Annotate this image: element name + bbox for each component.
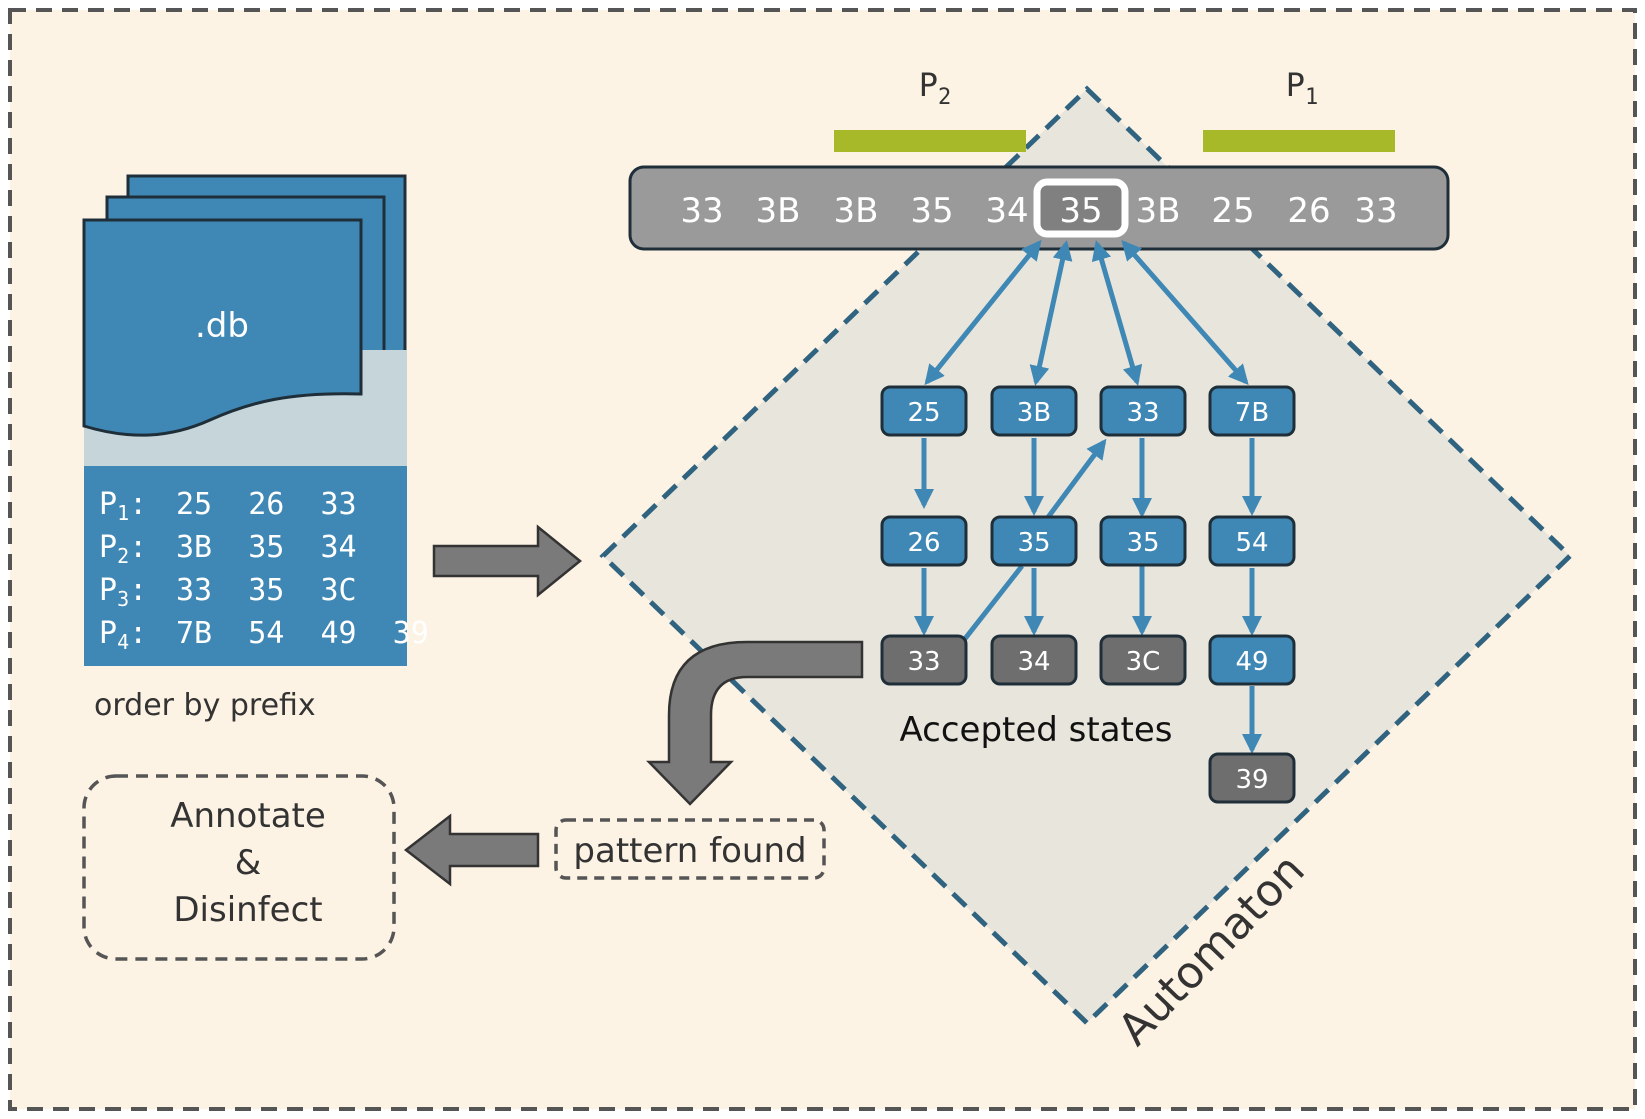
- accepted-state-node: 34: [990, 634, 1078, 686]
- accepted-states-label: Accepted states: [899, 710, 1172, 750]
- accepted-state-node: 3C: [1099, 634, 1187, 686]
- state-node: 35: [990, 515, 1078, 567]
- state-node: 26: [880, 515, 968, 567]
- automaton-transitions: [914, 239, 1262, 754]
- tape-byte: 3B: [756, 191, 801, 231]
- state-node: 33: [1099, 385, 1187, 437]
- cursor-link-3B: [1029, 240, 1073, 386]
- failure-link-35-33: [1043, 438, 1107, 522]
- tape-byte: 25: [1211, 191, 1254, 231]
- cursor-link-7B: [1121, 239, 1249, 386]
- tape-byte: 33: [680, 191, 723, 231]
- db-sheet-front: [82, 218, 363, 437]
- state-label: 34: [1017, 647, 1050, 677]
- tape-byte: 35: [1059, 191, 1102, 231]
- database-documents: .db P1:25 26 33 P2:3B 35 34 P3:33 35 3C P4:…: [82, 174, 429, 666]
- db-pattern-list: P1:25 26 33 P2:3B 35 34 P3:33 35 3C P4:7B 5…: [99, 487, 429, 654]
- state-label: 3B: [1017, 398, 1051, 428]
- state-label: 54: [1235, 528, 1268, 558]
- cursor-link-25: [924, 239, 1042, 386]
- db-pattern-row: P2:3B 35 34: [99, 530, 357, 568]
- db-pattern-row: P3:33 35 3C: [99, 573, 357, 611]
- state-label: 25: [907, 398, 940, 428]
- state-node: 25: [880, 385, 968, 437]
- state-label: 49: [1235, 647, 1268, 677]
- pattern-marker-p2: P2: [919, 66, 952, 110]
- state-label: 33: [907, 647, 940, 677]
- action-disinfect: Disinfect: [173, 890, 322, 930]
- db-to-automaton-arrow: [432, 524, 582, 598]
- state-label: 3C: [1126, 647, 1161, 677]
- action-box: [82, 774, 396, 961]
- db-pattern-row: P1:25 26 33: [99, 487, 357, 525]
- automaton-states: 25 3B 33 7B 26 35 35 54 33 34 3C 49 39: [880, 385, 1296, 804]
- accepted-state-node: 33: [880, 634, 968, 686]
- state-node: 7B: [1208, 385, 1296, 437]
- pattern-found-label: pattern found: [573, 831, 806, 871]
- state-label: 35: [1126, 528, 1159, 558]
- state-node: 49: [1208, 634, 1296, 686]
- found-to-action-arrow: [403, 813, 540, 887]
- pattern-marker-p1: P1: [1286, 66, 1319, 110]
- pattern-bar-p1: [1203, 130, 1395, 152]
- state-node: 54: [1208, 515, 1296, 567]
- db-caption: order by prefix: [94, 688, 316, 723]
- tape-cursor: [1033, 178, 1129, 238]
- db-pattern-list-bg: [84, 466, 407, 666]
- tape-byte: 26: [1287, 191, 1330, 231]
- accepted-state-node: 39: [1208, 752, 1296, 804]
- failure-link-33-35: [962, 564, 1024, 642]
- tape-byte: 34: [985, 191, 1028, 231]
- pattern-bar-p2: [834, 130, 1026, 152]
- pattern-found-box: [554, 818, 826, 880]
- tape-byte: 3B: [1136, 191, 1181, 231]
- state-label: 35: [1017, 528, 1050, 558]
- accepted-to-found-arrow: [646, 640, 864, 806]
- state-label: 33: [1126, 398, 1159, 428]
- state-node: 3B: [990, 385, 1078, 437]
- action-annotate: Annotate: [170, 796, 326, 836]
- tape-byte: 33: [1354, 191, 1397, 231]
- state-label: 26: [907, 528, 940, 558]
- db-pattern-row: P4:7B 54 49 39: [99, 616, 429, 654]
- db-label: .db: [195, 306, 249, 346]
- state-label: 39: [1235, 765, 1268, 795]
- tape-byte: 3B: [834, 191, 879, 231]
- state-label: 7B: [1235, 398, 1269, 428]
- tape-bytes: 33 3B 3B 35 34 35 3B 25 26 33: [680, 191, 1397, 231]
- tape-byte: 35: [910, 191, 953, 231]
- action-ampersand: &: [235, 843, 262, 883]
- state-node: 35: [1099, 515, 1187, 567]
- automaton-diamond: [599, 85, 1574, 1027]
